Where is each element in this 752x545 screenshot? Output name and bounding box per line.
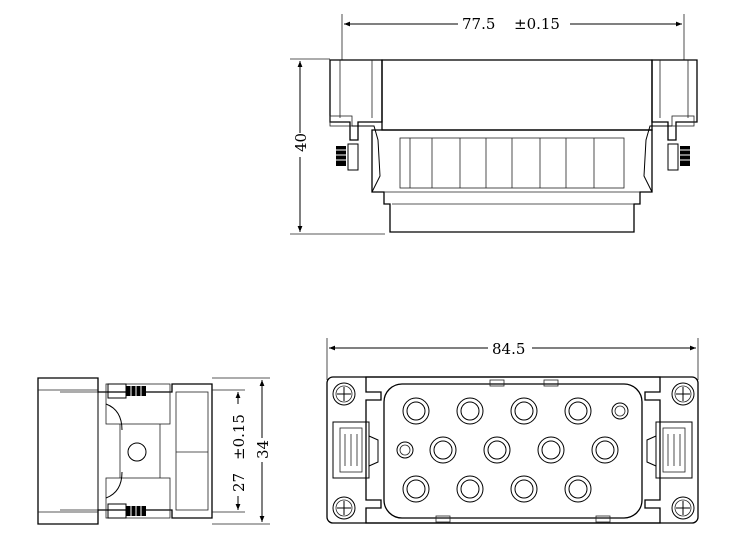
side-bottom-screw	[107, 503, 146, 519]
side-inner-label: 27	[230, 473, 248, 492]
side-top-screw	[107, 383, 146, 399]
front-right-latch	[646, 421, 693, 479]
dimension-top-height: 40	[288, 58, 385, 235]
contact-pin	[456, 475, 484, 503]
corner-screw-icon	[332, 382, 356, 406]
contact-pin	[537, 436, 565, 464]
front-left-latch	[332, 421, 379, 479]
top-view: 77.5 ±0.15 40	[288, 14, 698, 235]
top-right-screw	[667, 143, 690, 171]
side-view: 27 ±0.15 34	[37, 377, 272, 525]
top-left-screw	[336, 143, 359, 171]
dimension-front-width: 84.5	[326, 338, 699, 380]
corner-screws	[332, 382, 695, 520]
dimension-side-inner: 27 ±0.15	[212, 389, 248, 513]
contact-pin	[429, 436, 457, 464]
contact-pin	[402, 475, 430, 503]
corner-screw-icon	[332, 496, 356, 520]
top-width-tolerance: ±0.15	[514, 15, 560, 33]
top-width-label: 77.5	[462, 15, 495, 33]
front-insert	[383, 383, 643, 519]
coding-hole	[396, 441, 414, 459]
side-height-label: 34	[254, 440, 272, 459]
dimension-side-height: 34	[212, 377, 272, 525]
contact-grid	[396, 397, 629, 503]
coding-hole	[611, 402, 629, 420]
contact-pin	[402, 397, 430, 425]
contact-pin	[564, 475, 592, 503]
contact-pin	[510, 397, 538, 425]
corner-screw-icon	[671, 382, 695, 406]
side-mount-hole	[127, 442, 147, 462]
contact-pin	[510, 475, 538, 503]
dimension-top-width: 77.5 ±0.15	[341, 14, 685, 60]
front-width-label: 84.5	[492, 340, 525, 358]
contact-pin	[456, 397, 484, 425]
front-view: 84.5	[326, 338, 699, 524]
contact-pin	[591, 436, 619, 464]
corner-screw-icon	[671, 496, 695, 520]
side-inner-tolerance: ±0.15	[230, 414, 248, 460]
contact-pin	[564, 397, 592, 425]
top-housing	[329, 59, 698, 233]
top-height-label: 40	[292, 133, 310, 152]
contact-pin	[483, 436, 511, 464]
